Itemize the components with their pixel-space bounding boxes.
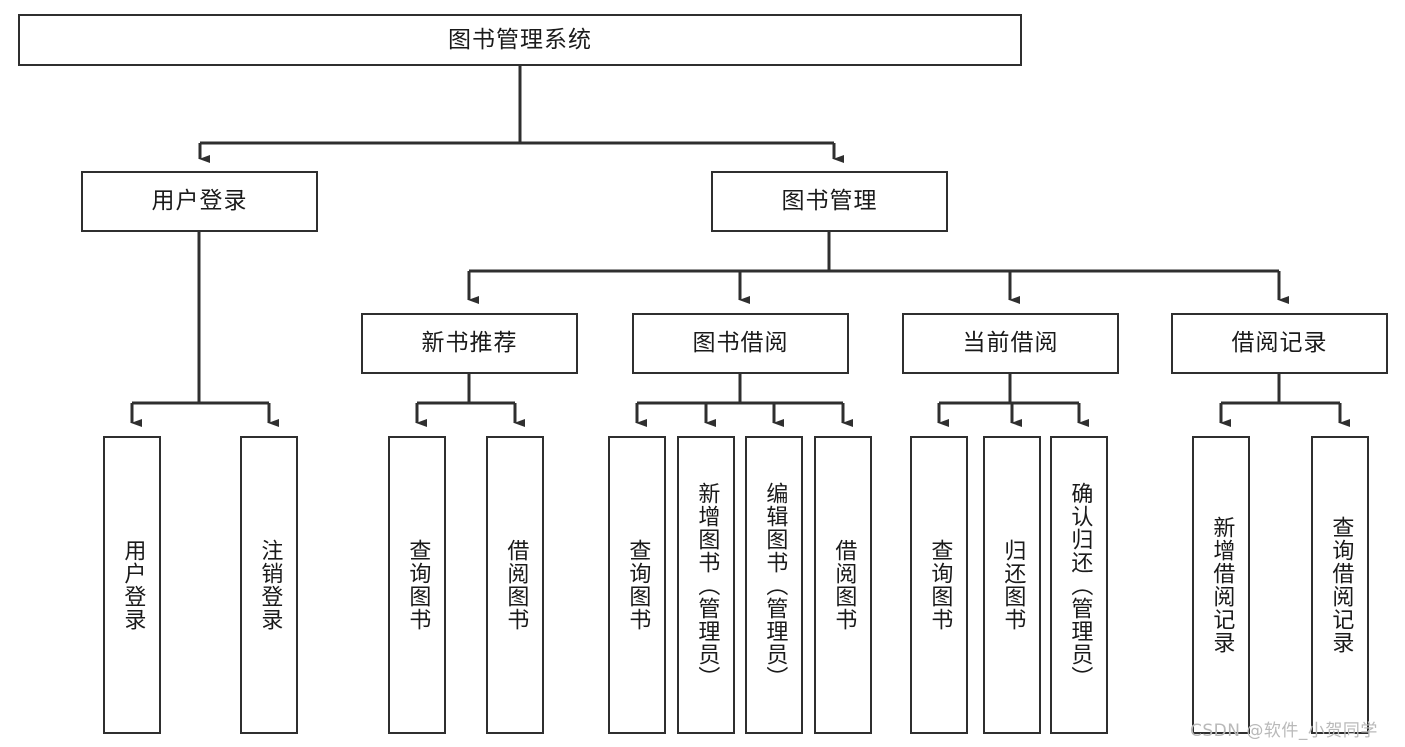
node-leaf-borrow-book-2[interactable]: 借阅图书 [814, 436, 872, 734]
node-leaf-edit-book[interactable]: 编辑图书（管理员） [745, 436, 803, 734]
csdn-watermark: CSDN @软件_小贺同学 [1190, 721, 1378, 741]
node-leaf-query-book-1[interactable]: 查询图书 [388, 436, 446, 734]
node-new-book-rec[interactable]: 新书推荐 [361, 313, 578, 374]
node-borrow-record-label: 借阅记录 [1231, 330, 1328, 357]
node-leaf-confirm-return-label: 确认归还（管理员） [1067, 481, 1093, 689]
node-leaf-query-book-2-label: 查询图书 [625, 539, 651, 631]
node-leaf-confirm-return[interactable]: 确认归还（管理员） [1050, 436, 1108, 734]
node-leaf-borrow-book-1[interactable]: 借阅图书 [486, 436, 544, 734]
node-current-borrow[interactable]: 当前借阅 [902, 313, 1119, 374]
node-root-label: 图书管理系统 [448, 26, 592, 53]
node-leaf-add-book[interactable]: 新增图书（管理员） [677, 436, 735, 734]
node-leaf-edit-book-label: 编辑图书（管理员） [762, 481, 788, 689]
node-user-login[interactable]: 用户登录 [81, 171, 318, 232]
node-leaf-query-book-2[interactable]: 查询图书 [608, 436, 666, 734]
node-leaf-query-record[interactable]: 查询借阅记录 [1311, 436, 1369, 734]
node-leaf-user-logout-label: 注销登录 [257, 539, 283, 631]
node-new-book-rec-label: 新书推荐 [421, 330, 518, 357]
node-leaf-user-login-label: 用户登录 [120, 539, 146, 631]
node-leaf-borrow-book-1-label: 借阅图书 [503, 539, 529, 631]
node-leaf-add-book-label: 新增图书（管理员） [694, 481, 720, 689]
node-leaf-add-record-label: 新增借阅记录 [1209, 516, 1235, 654]
node-leaf-borrow-book-2-label: 借阅图书 [831, 539, 857, 631]
node-leaf-query-book-1-label: 查询图书 [405, 539, 431, 631]
node-book-manage[interactable]: 图书管理 [711, 171, 948, 232]
node-user-login-label: 用户登录 [151, 188, 248, 215]
node-current-borrow-label: 当前借阅 [962, 330, 1059, 357]
node-leaf-return-book[interactable]: 归还图书 [983, 436, 1041, 734]
node-book-borrow-label: 图书借阅 [692, 330, 789, 357]
node-leaf-user-logout[interactable]: 注销登录 [240, 436, 298, 734]
node-borrow-record[interactable]: 借阅记录 [1171, 313, 1388, 374]
node-leaf-user-login[interactable]: 用户登录 [103, 436, 161, 734]
node-book-manage-label: 图书管理 [781, 188, 878, 215]
node-leaf-return-book-label: 归还图书 [1000, 539, 1026, 631]
node-book-borrow[interactable]: 图书借阅 [632, 313, 849, 374]
node-leaf-add-record[interactable]: 新增借阅记录 [1192, 436, 1250, 734]
node-leaf-query-book-3-label: 查询图书 [927, 539, 953, 631]
node-leaf-query-book-3[interactable]: 查询图书 [910, 436, 968, 734]
node-leaf-query-record-label: 查询借阅记录 [1328, 516, 1354, 654]
node-root[interactable]: 图书管理系统 [18, 14, 1022, 66]
